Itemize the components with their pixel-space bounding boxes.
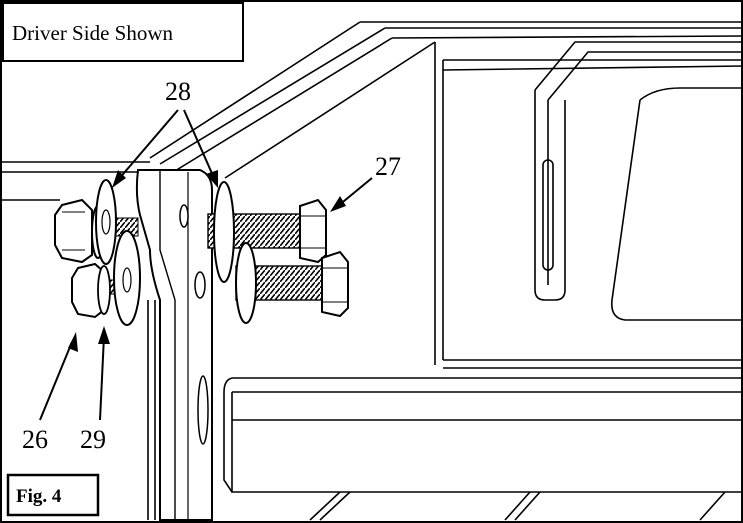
leader-27 [337, 177, 373, 207]
callouts: 28 27 26 29 [22, 77, 401, 454]
caption-box: Driver Side Shown [2, 2, 244, 62]
callout-26: 26 [22, 425, 48, 454]
caption-text: Driver Side Shown [12, 21, 173, 45]
arrowhead-26 [68, 332, 78, 352]
leader-28-left [117, 109, 179, 181]
arrowhead-28-right [206, 170, 218, 188]
figure-label: Fig. 4 [16, 486, 62, 507]
callout-27: 27 [375, 152, 401, 181]
callout-29: 29 [80, 425, 106, 454]
right-hardware [207, 181, 349, 324]
left-hardware [54, 179, 141, 326]
arrowhead-28-left [112, 170, 126, 188]
arrowhead-27 [330, 196, 346, 212]
leader-26 [39, 341, 73, 421]
callout-28: 28 [165, 77, 191, 106]
frame-structure [2, 21, 743, 521]
figure-label-box: Fig. 4 [6, 473, 100, 517]
leader-28-right [183, 109, 215, 179]
mounting-bracket [135, 169, 213, 521]
arrowhead-29 [98, 326, 110, 344]
leader-29 [99, 335, 105, 421]
